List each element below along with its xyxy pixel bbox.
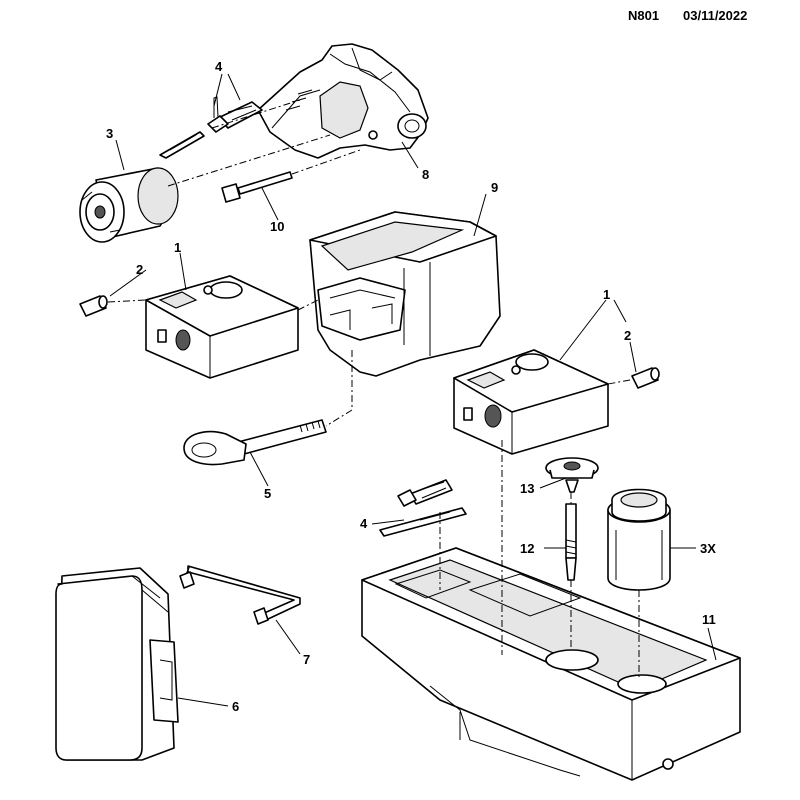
callout-6: 6 (232, 699, 239, 714)
part-2-valve-cap-right (631, 367, 660, 389)
callout-4-top: 4 (215, 59, 223, 74)
callout-3x: 3X (700, 541, 716, 556)
callout-1-right: 1 (603, 287, 610, 302)
callout-3: 3 (106, 126, 113, 141)
part-13-valve-nut (545, 457, 599, 493)
part-3x-sealant-bottle (607, 488, 671, 591)
callout-9: 9 (491, 180, 498, 195)
part-7-strap (179, 565, 301, 625)
part-3-compressor (79, 167, 179, 243)
callout-13: 13 (520, 481, 534, 496)
callout-5: 5 (264, 486, 271, 501)
part-12-valve-stem (565, 503, 577, 581)
callout-1-left: 1 (174, 240, 181, 255)
part-1-compressor-box-right (453, 349, 609, 455)
part-11-storage-tray (361, 547, 741, 781)
callout-2-left: 2 (136, 262, 143, 277)
part-2-valve-cap-left (79, 295, 108, 317)
part-9-cover (309, 211, 501, 377)
callout-12: 12 (520, 541, 534, 556)
callout-10: 10 (270, 219, 284, 234)
part-8-bracket (257, 43, 429, 159)
callout-4-mid: 4 (360, 516, 368, 531)
callout-2-right: 2 (624, 328, 631, 343)
part-5-towing-eye (183, 419, 327, 466)
assembly-lines (107, 99, 640, 680)
diagram-code: N801 (628, 8, 659, 23)
callout-labels: 4 3 8 9 10 1 2 1 2 5 13 4 12 3X 11 7 6 (106, 59, 716, 714)
callout-8: 8 (422, 167, 429, 182)
part-4-tools-top (159, 96, 263, 159)
leader-lines (109, 73, 717, 707)
callout-11: 11 (702, 612, 716, 627)
part-6-case (55, 567, 179, 761)
callout-7: 7 (303, 652, 310, 667)
part-10-bolt (221, 171, 293, 203)
part-4-tools-mid (379, 479, 467, 537)
part-1-compressor-box-left (145, 275, 299, 379)
diagram-date: 03/11/2022 (683, 8, 747, 23)
